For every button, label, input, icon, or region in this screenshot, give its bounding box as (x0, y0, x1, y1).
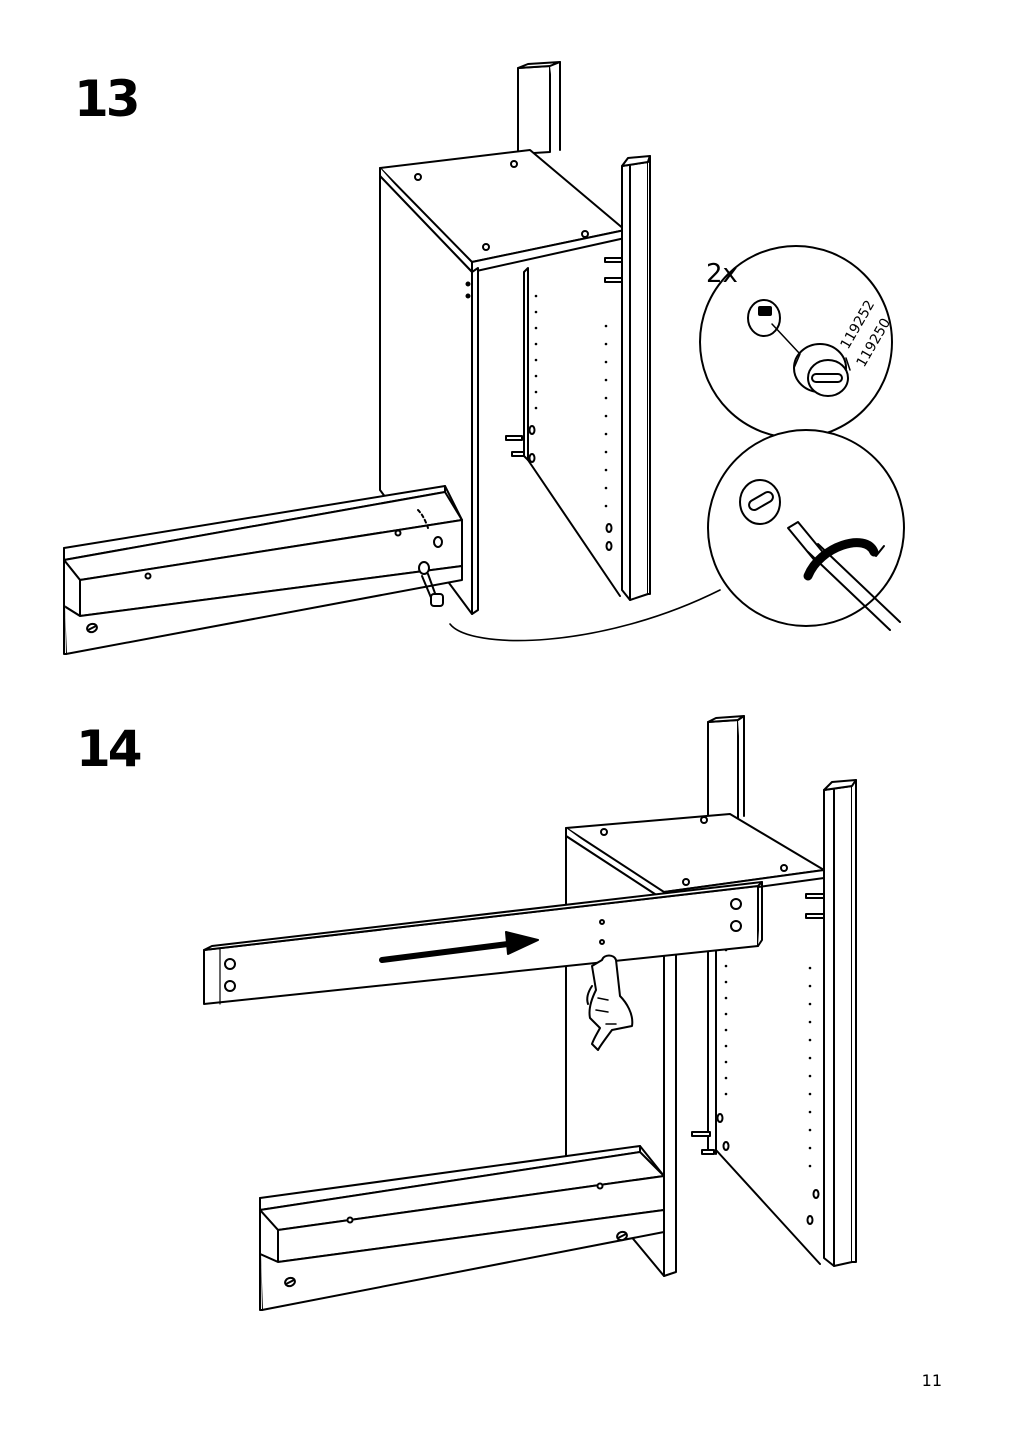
front-post (823, 779, 857, 1267)
back-post (517, 61, 561, 155)
back-post (707, 715, 745, 821)
callout-cam-lock: 2x 119252 119250 (699, 245, 894, 439)
step-14-illustration (203, 715, 857, 1311)
step-13-illustration: 2x 119252 119250 (63, 61, 905, 655)
push-direction-arrow-icon (379, 931, 539, 963)
page-number: 11 (921, 1371, 942, 1390)
cabinet-inner-wall (505, 257, 624, 597)
quantity-label: 2x (706, 259, 738, 289)
top-rail (203, 881, 763, 1005)
bottom-rail (259, 1145, 665, 1311)
front-post (621, 155, 651, 601)
callout-tighten (707, 429, 905, 631)
screwdriver-icon (787, 521, 901, 631)
cam-lock-fitting (417, 509, 444, 607)
bottom-rail (63, 485, 463, 655)
callout-pointer (449, 589, 721, 642)
cam-lock-icon (747, 299, 851, 397)
step-14-number: 14 (76, 720, 143, 778)
cabinet-inner-wall (691, 887, 827, 1265)
cam-lock-icon (739, 479, 781, 525)
cabinet-top-panel (565, 813, 825, 901)
step-13-number: 13 (74, 70, 141, 128)
hand-pointer-icon (586, 954, 634, 1051)
